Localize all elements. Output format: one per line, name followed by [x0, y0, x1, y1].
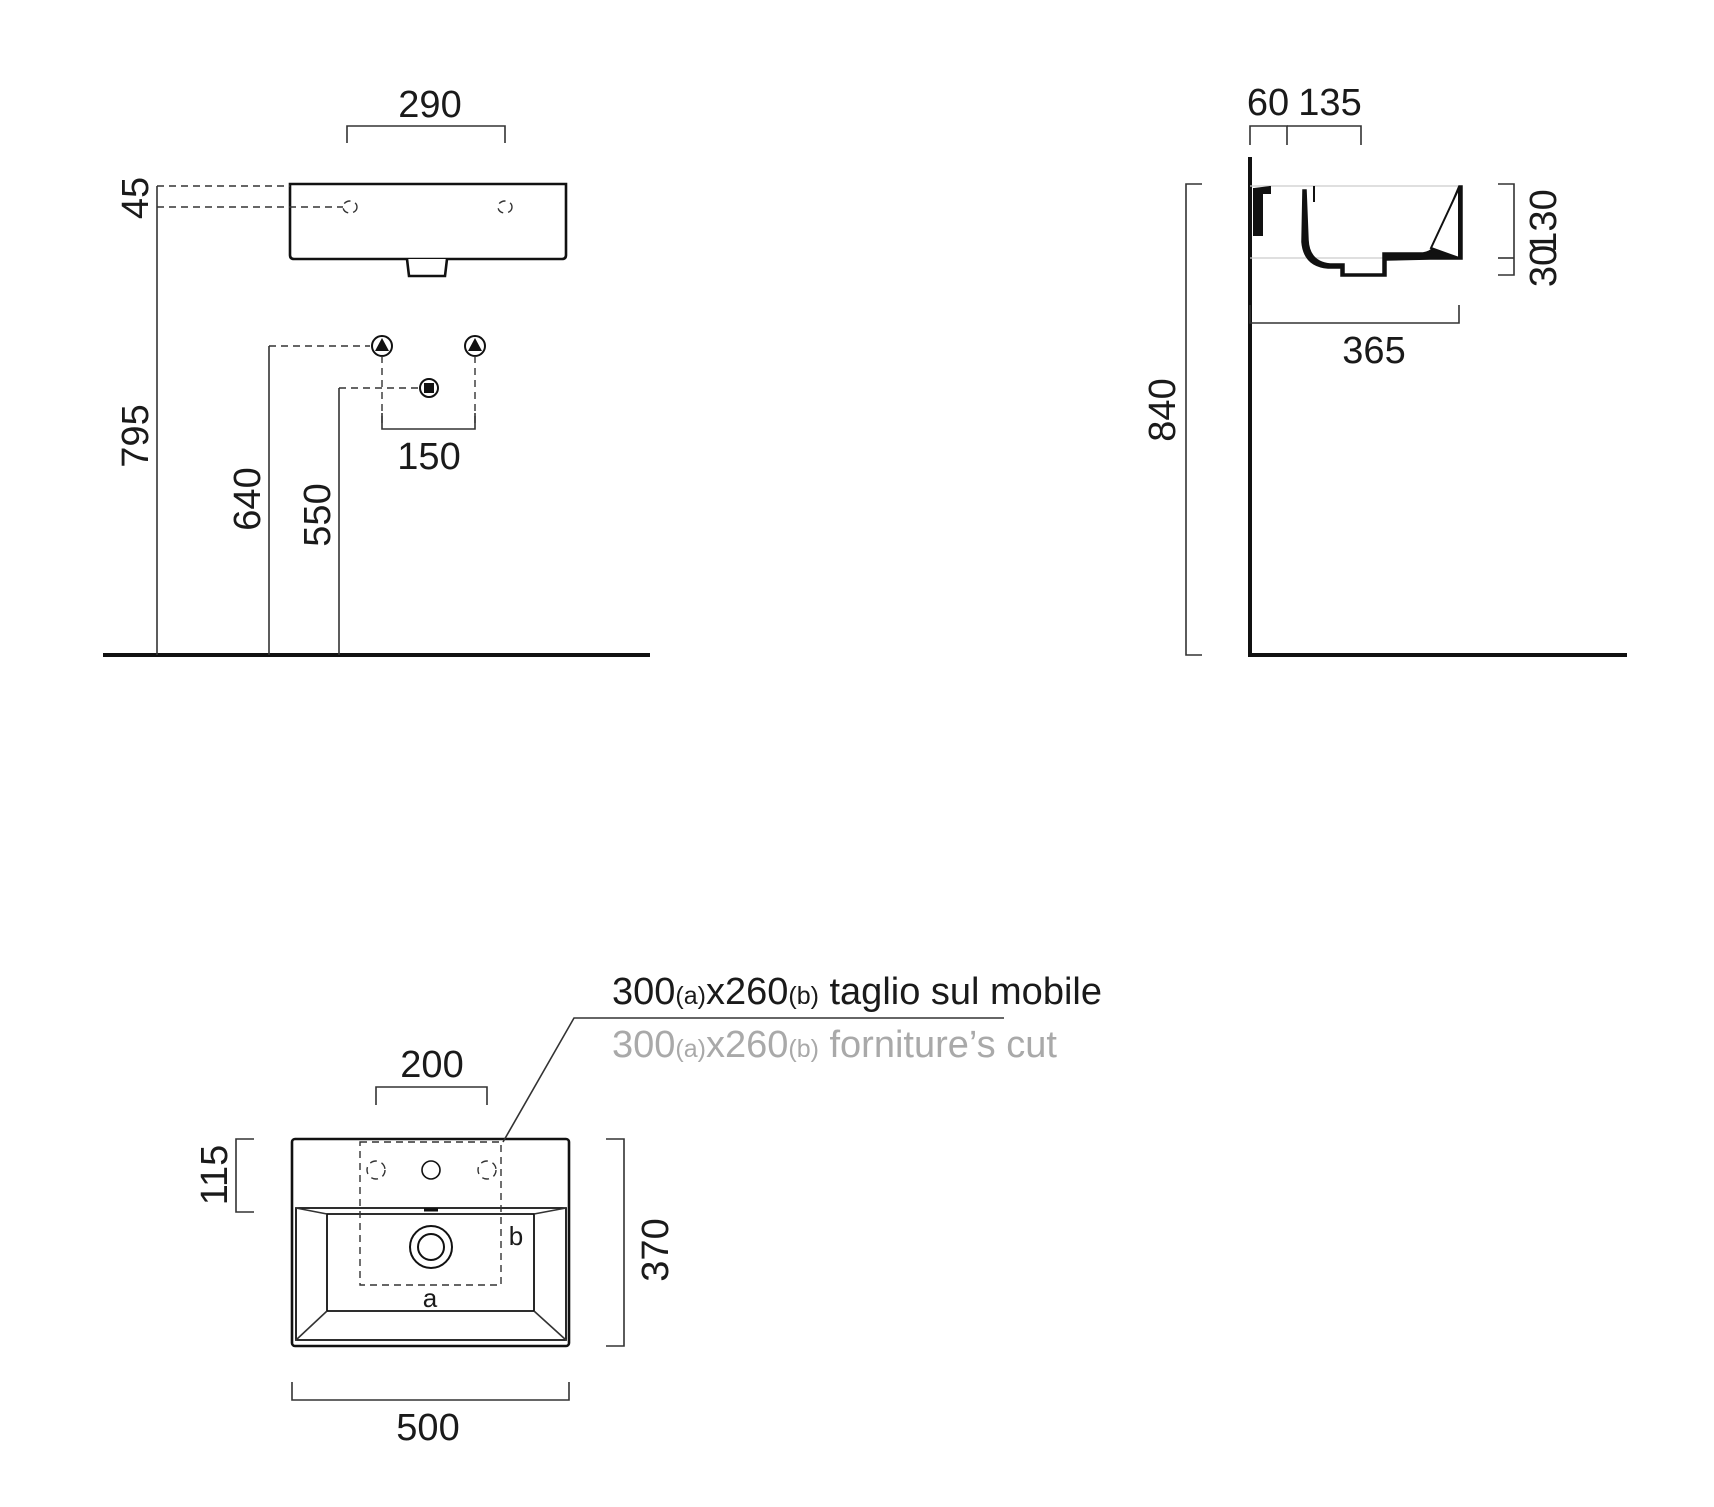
basin-front-outline — [288, 182, 568, 261]
dim-line-840 — [1185, 183, 1202, 656]
dim-line-130 — [1498, 183, 1515, 276]
dim-label-290: 290 — [398, 84, 461, 126]
side-view: 60 135 130 30 365 840 — [1142, 82, 1627, 657]
dim-label-130: 130 — [1523, 189, 1565, 252]
dim-label-840: 840 — [1142, 378, 1184, 441]
dim-label-365: 365 — [1342, 330, 1405, 372]
furniture-cut-outline — [359, 1141, 502, 1286]
dim-label-640: 640 — [227, 467, 269, 530]
dim-line-365 — [1249, 305, 1460, 324]
dim-line-500 — [291, 1382, 570, 1401]
drain-inner-ring — [417, 1233, 445, 1261]
dim-label-795: 795 — [115, 404, 157, 467]
cut-label-b: b — [509, 1221, 523, 1251]
note-italian: 300(a)x260(b) taglio sul mobile — [612, 971, 1102, 1013]
top-view: a b 300(a)x260(b) taglio sul mobile 300(… — [194, 971, 1102, 1449]
dim-line-60 — [1249, 125, 1288, 145]
tap-hole-left-top — [366, 1160, 386, 1180]
tap-hole-left — [342, 200, 358, 214]
tap-hole-center-top — [421, 1160, 441, 1180]
dim-label-200: 200 — [400, 1044, 463, 1086]
dim-label-150: 150 — [397, 436, 460, 478]
dim-label-550: 550 — [297, 483, 339, 546]
front-view: 290 45 795 640 550 150 — [103, 84, 650, 657]
dim-label-45: 45 — [115, 177, 157, 219]
dim-line-370 — [606, 1138, 625, 1347]
dim-line-150 — [381, 413, 476, 430]
note-english: 300(a)x260(b) forniture’s cut — [612, 1024, 1057, 1066]
dim-label-30: 30 — [1523, 245, 1565, 287]
dim-line-200 — [375, 1086, 488, 1105]
dim-label-115: 115 — [194, 1145, 236, 1206]
waste-outlet — [419, 378, 439, 398]
drain-outlet — [405, 258, 449, 278]
supply-valve-left — [371, 335, 393, 357]
basin-section — [1250, 185, 1463, 277]
dim-label-370: 370 — [635, 1218, 677, 1281]
cut-label-a: a — [423, 1283, 438, 1313]
dim-line-115 — [235, 1138, 254, 1213]
supply-valve-right — [464, 335, 486, 357]
tap-hole-right-top — [477, 1160, 497, 1180]
tap-hole-right — [497, 200, 513, 214]
dim-label-500: 500 — [396, 1407, 459, 1449]
drain-outer-ring — [409, 1225, 453, 1269]
dim-line-290 — [346, 125, 506, 143]
dim-line-135 — [1287, 125, 1362, 145]
note-leader-line — [502, 1017, 1004, 1143]
dim-label-60: 60 — [1247, 82, 1289, 124]
dim-label-135: 135 — [1298, 82, 1361, 124]
basin-top-outline — [290, 1137, 571, 1348]
